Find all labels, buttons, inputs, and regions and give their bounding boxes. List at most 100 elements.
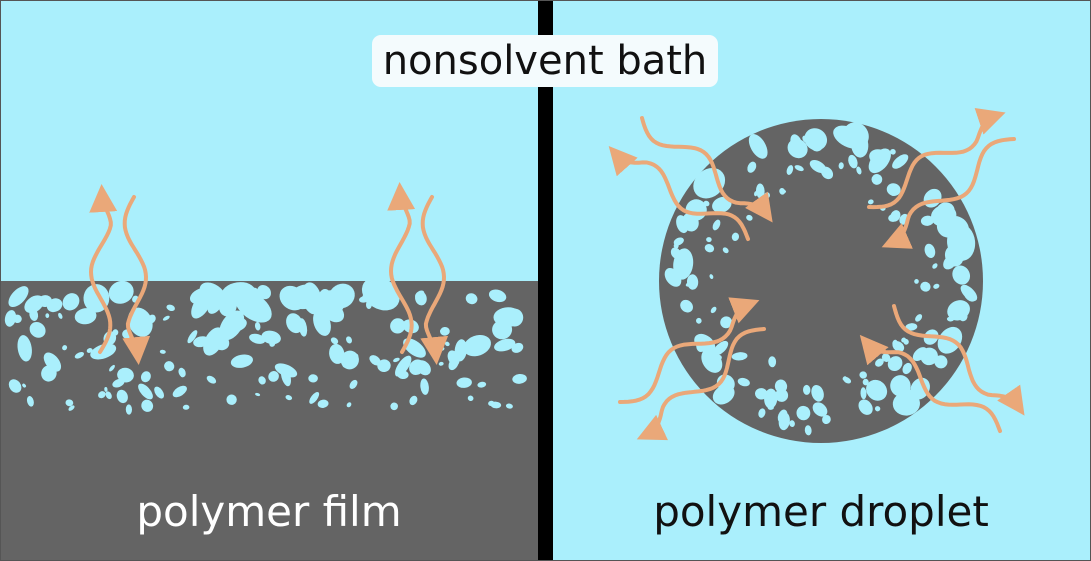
- pore: [467, 395, 474, 402]
- pore: [164, 361, 175, 372]
- polymer-film-label: polymer film: [136, 487, 402, 536]
- pore: [704, 244, 715, 253]
- pore: [695, 317, 702, 324]
- diffusion-arrow: [608, 146, 750, 241]
- pore: [505, 403, 513, 409]
- pore: [90, 343, 117, 360]
- pore: [722, 247, 729, 254]
- pore: [890, 148, 896, 155]
- pore: [802, 384, 811, 395]
- pore: [910, 377, 930, 400]
- pore: [454, 339, 467, 362]
- pore: [731, 352, 748, 361]
- pore: [86, 348, 93, 353]
- pore: [109, 364, 115, 372]
- film-pores: [4, 276, 527, 415]
- pore: [206, 375, 217, 384]
- pore: [112, 329, 119, 336]
- pore: [862, 378, 869, 386]
- pore: [858, 399, 873, 415]
- pore: [712, 384, 735, 405]
- pore: [340, 350, 359, 370]
- pore: [867, 199, 874, 205]
- pore: [127, 307, 153, 337]
- diffusion-arrow: [387, 182, 416, 354]
- pore: [116, 389, 128, 404]
- pore: [888, 213, 898, 222]
- pore: [914, 279, 919, 284]
- pore: [901, 337, 906, 343]
- pore: [866, 379, 888, 401]
- diffusion-arrow: [89, 184, 118, 354]
- pore: [140, 371, 151, 383]
- pore: [409, 395, 418, 406]
- pore: [255, 392, 261, 397]
- droplet-panel: [553, 0, 1091, 561]
- pore: [871, 173, 883, 185]
- pore: [448, 357, 459, 371]
- pore: [62, 293, 80, 311]
- pore: [203, 295, 224, 307]
- pore: [860, 387, 867, 400]
- pore: [29, 308, 39, 321]
- pore: [309, 391, 320, 404]
- pore: [361, 276, 400, 311]
- film-panel: [0, 0, 538, 561]
- pore: [764, 388, 778, 409]
- pore: [920, 215, 934, 226]
- pore: [758, 408, 766, 418]
- pore: [747, 161, 757, 173]
- pore: [196, 336, 204, 345]
- pore: [820, 166, 834, 180]
- pore: [456, 377, 472, 388]
- pore: [65, 399, 74, 407]
- pore: [809, 136, 824, 152]
- pore: [141, 399, 154, 412]
- pore: [393, 357, 400, 363]
- pore: [280, 366, 291, 387]
- pore: [74, 352, 85, 359]
- pore: [493, 307, 523, 327]
- pore: [329, 343, 345, 364]
- pore: [395, 355, 412, 377]
- pore: [58, 312, 63, 319]
- pore: [465, 293, 478, 305]
- diffusion-arrow: [867, 108, 1006, 210]
- pore: [359, 296, 369, 303]
- droplet-arrows: [608, 108, 1025, 441]
- pore: [920, 281, 931, 292]
- pore: [786, 165, 794, 175]
- pore: [249, 333, 266, 344]
- pore: [712, 354, 722, 362]
- pore: [886, 183, 901, 196]
- pore: [227, 317, 247, 332]
- pore: [182, 404, 190, 410]
- pore: [838, 162, 844, 170]
- pore: [4, 310, 17, 327]
- pore: [664, 268, 682, 287]
- pore: [731, 232, 740, 241]
- pore: [154, 386, 164, 399]
- diffusion-arrow: [420, 195, 449, 365]
- pore: [166, 304, 175, 312]
- pore: [790, 134, 803, 152]
- pore: [390, 318, 406, 334]
- pore: [257, 285, 271, 300]
- pore: [330, 337, 339, 345]
- pore: [952, 265, 971, 285]
- pore: [767, 405, 774, 410]
- pore: [162, 315, 170, 321]
- pore: [673, 248, 694, 280]
- diffusion-arrow: [636, 327, 766, 441]
- pore: [203, 289, 211, 297]
- pore: [43, 352, 62, 372]
- pore: [924, 243, 936, 259]
- pore: [187, 330, 198, 344]
- pore: [713, 340, 729, 356]
- pore: [488, 289, 507, 303]
- pore: [440, 326, 450, 336]
- pore: [346, 402, 352, 408]
- pore: [676, 215, 689, 234]
